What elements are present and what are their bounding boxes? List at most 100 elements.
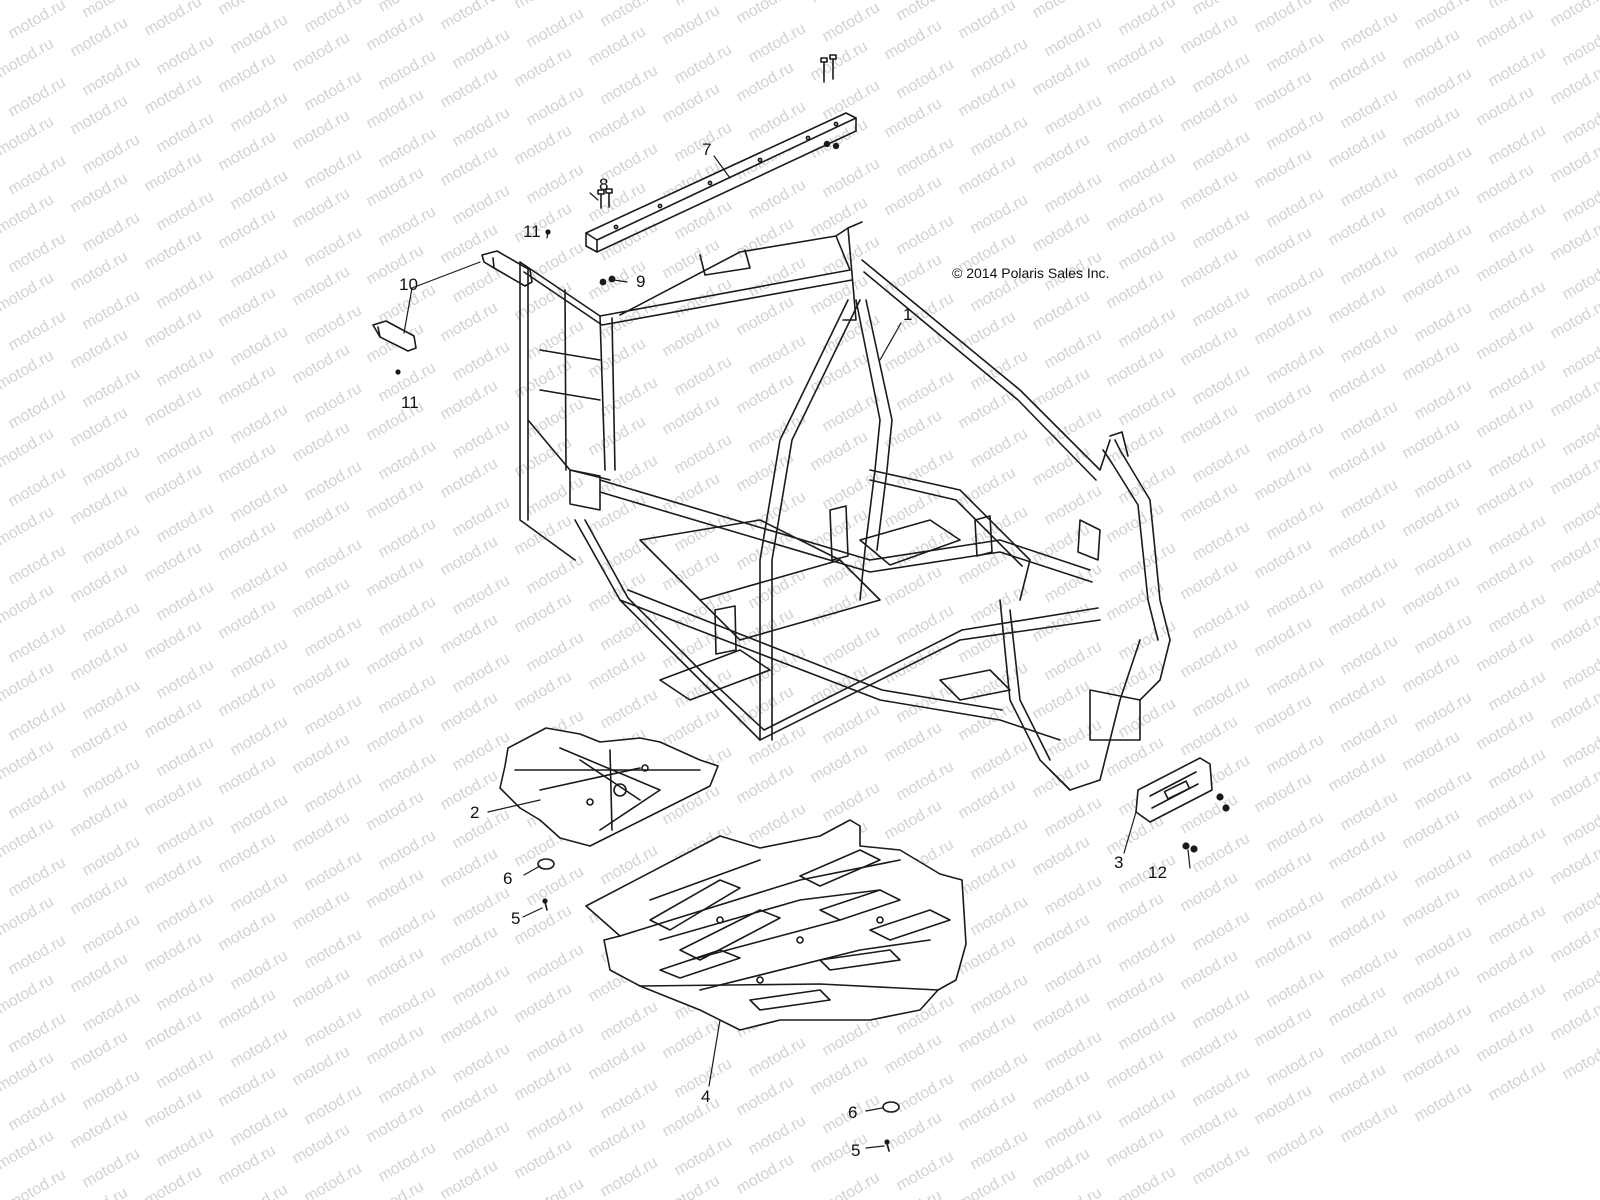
watermark-text: motod.ru (968, 1049, 1031, 1095)
watermark-text: motod.ru (376, 905, 439, 951)
watermark-text: motod.ru (6, 464, 69, 510)
watermark-text: motod.ru (1252, 458, 1315, 504)
watermark-text: motod.ru (1486, 200, 1549, 246)
watermark-text: motod.ru (216, 986, 279, 1032)
watermark-text: motod.ru (438, 1001, 501, 1047)
watermark-text: motod.ru (968, 425, 1031, 471)
watermark-text: motod.ru (1560, 647, 1600, 693)
callout-7: 7 (702, 140, 711, 159)
watermark-text: motod.ru (1264, 653, 1327, 699)
watermark-text: motod.ru (586, 647, 649, 693)
callout-11b: 11 (401, 393, 419, 412)
watermark-text: motod.ru (1042, 950, 1105, 996)
watermark-text: motod.ru (820, 389, 883, 435)
watermark-text: motod.ru (1116, 929, 1179, 975)
watermark-text: motod.ru (290, 653, 353, 699)
watermark-text: motod.ru (376, 593, 439, 639)
watermark-text: motod.ru (450, 1040, 513, 1086)
watermark-text: motod.ru (80, 599, 143, 645)
watermark-text: motod.ru (438, 0, 501, 33)
watermark-text: motod.ru (376, 203, 439, 249)
watermark-text: motod.ru (1104, 734, 1167, 780)
watermark-text: motod.ru (1474, 551, 1537, 597)
watermark-text: motod.ru (216, 1142, 279, 1188)
watermark-text: motod.ru (586, 101, 649, 147)
watermark-text: motod.ru (1116, 1163, 1179, 1200)
callout-6a: 6 (503, 869, 512, 888)
watermark-text: motod.ru (1474, 863, 1537, 909)
watermark-text: motod.ru (6, 1010, 69, 1056)
watermark-text: motod.ru (1326, 515, 1389, 561)
watermark-text: motod.ru (302, 926, 365, 972)
watermark-text: motod.ru (1400, 26, 1463, 72)
watermark-text: motod.ru (216, 284, 279, 330)
watermark-text: motod.ru (1190, 362, 1253, 408)
watermark-text: motod.ru (882, 173, 945, 219)
watermark-text: motod.ru (154, 266, 217, 312)
watermark-text: motod.ru (1338, 476, 1401, 522)
watermark-text: motod.ru (1474, 395, 1537, 441)
callout-6b: 6 (848, 1103, 857, 1122)
watermark-text: motod.ru (1030, 365, 1093, 411)
watermark-text: motod.ru (672, 353, 735, 399)
watermark-text: motod.ru (1412, 143, 1475, 189)
watermark-text: motod.ru (0, 113, 57, 159)
watermark-text: motod.ru (1486, 356, 1549, 402)
watermark-text: motod.ru (956, 542, 1019, 588)
watermark-text: motod.ru (524, 395, 587, 441)
watermark-text: motod.ru (6, 1166, 69, 1200)
watermark-text: motod.ru (1548, 452, 1600, 498)
watermark-text: motod.ru (80, 755, 143, 801)
watermark-text: motod.ru (586, 1037, 649, 1083)
watermark-text: motod.ru (216, 0, 279, 18)
watermark-text: motod.ru (0, 815, 57, 861)
watermark-text: motod.ru (6, 932, 69, 978)
watermark-text: motod.ru (450, 572, 513, 618)
watermark-text: motod.ru (524, 5, 587, 51)
watermark-text: motod.ru (808, 506, 871, 552)
watermark-text: motod.ru (68, 950, 131, 996)
watermark-text: motod.ru (68, 560, 131, 606)
watermark-text: motod.ru (672, 41, 735, 87)
watermark-text: motod.ru (1104, 110, 1167, 156)
watermark-text: motod.ru (672, 1133, 735, 1179)
watermark-text: motod.ru (80, 521, 143, 567)
watermark-text: motod.ru (1326, 47, 1389, 93)
watermark-text: motod.ru (142, 1007, 205, 1053)
watermark-text: motod.ru (216, 674, 279, 720)
watermark-text: motod.ru (376, 749, 439, 795)
watermark-text: motod.ru (376, 0, 439, 15)
watermark-text: motod.ru (364, 944, 427, 990)
watermark-text: motod.ru (746, 1112, 809, 1158)
watermark-text: motod.ru (1474, 161, 1537, 207)
watermark-text: motod.ru (438, 845, 501, 891)
callout-4: 4 (701, 1087, 710, 1106)
watermark-text: motod.ru (1104, 266, 1167, 312)
watermark-text: motod.ru (746, 20, 809, 66)
watermark-text: motod.ru (6, 620, 69, 666)
watermark-text: motod.ru (524, 629, 587, 675)
watermark-text: motod.ru (956, 1166, 1019, 1200)
watermark-text: motod.ru (1400, 884, 1463, 930)
watermark-text: motod.ru (598, 530, 661, 576)
watermark-text: motod.ru (142, 383, 205, 429)
watermark-text: motod.ru (290, 29, 353, 75)
watermark-text: motod.ru (808, 0, 871, 6)
watermark-text: motod.ru (1486, 122, 1549, 168)
watermark-text: motod.ru (438, 455, 501, 501)
watermark-text: motod.ru (364, 1100, 427, 1146)
watermark-text: motod.ru (598, 452, 661, 498)
watermark-text: motod.ru (1338, 1100, 1401, 1146)
watermark-text: motod.ru (1042, 638, 1105, 684)
rail-bolts (820, 54, 840, 150)
callout-1: 1 (903, 305, 912, 324)
watermark-text: motod.ru (956, 74, 1019, 120)
watermark-text: motod.ru (228, 557, 291, 603)
watermark-text: motod.ru (1338, 1022, 1401, 1068)
watermark-text: motod.ru (450, 884, 513, 930)
watermark-text: motod.ru (1560, 23, 1600, 69)
watermark-text: motod.ru (216, 440, 279, 486)
watermark-text: motod.ru (80, 443, 143, 489)
watermark-text: motod.ru (364, 632, 427, 678)
